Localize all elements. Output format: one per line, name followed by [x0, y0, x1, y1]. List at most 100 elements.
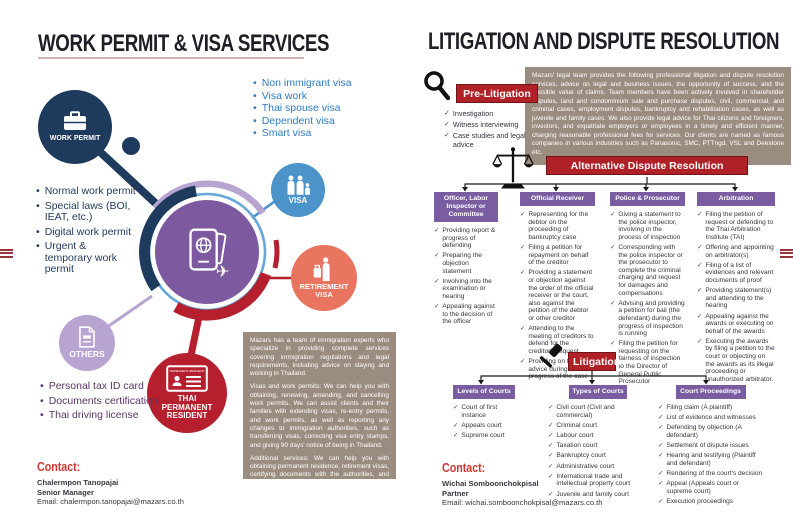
bullet-icon: • [253, 102, 257, 114]
check-icon: ✓ [658, 424, 664, 432]
check-icon: ✓ [444, 110, 450, 117]
list-item: •Thai spouse visa [253, 102, 341, 114]
list-item: ✓Investigation [444, 109, 494, 118]
bullet-icon: • [36, 240, 40, 252]
list-item: ✓Providing on the legal advice during th… [520, 358, 592, 381]
others-circle: OTHERS [59, 315, 115, 371]
check-icon: ✓ [434, 252, 440, 260]
column-list: ✓Filing the petition of request or defen… [697, 211, 775, 383]
magnifier-icon [424, 71, 451, 101]
check-icon: ✓ [434, 303, 440, 311]
litigation-intro-box: Mazars' legal team provides the followin… [525, 67, 791, 165]
list-item: •Non immigrant visa [253, 77, 352, 89]
list-item: ✓Labour court [548, 431, 594, 439]
check-icon: ✓ [697, 287, 703, 295]
check-icon: ✓ [697, 261, 703, 269]
check-icon: ✓ [434, 277, 440, 285]
list-item: ✓Filing claim (A plaintiff) [658, 404, 733, 411]
contact-name: Wichai Somboonchokpisal [442, 479, 539, 488]
list-item: ✓Bankruptcy court [548, 452, 606, 460]
check-icon: ✓ [548, 404, 554, 411]
list-item: ✓Administrative court [548, 462, 615, 470]
list-item: •Special laws (BOI, IEAT, etc.) [36, 199, 131, 223]
retirement-visa-label: RETIREMENT VISA [299, 281, 349, 299]
list-item: ✓Preparing the objection statement [434, 252, 482, 275]
check-icon: ✓ [697, 337, 703, 345]
list-item: ✓Execution proceedings [658, 498, 734, 506]
list-item: ✓Criminal court [548, 421, 598, 429]
check-icon: ✓ [658, 404, 664, 411]
column-header: Officer, Labor Inspector or Committee [434, 192, 498, 222]
list-item: ✓Taxation court [548, 442, 598, 450]
bullet-icon: • [253, 114, 257, 127]
contact-email: Email: wichai.somboonchokpisal@mazars.co… [442, 498, 603, 508]
scales-of-justice-icon [492, 147, 534, 189]
adr-heading: Alternative Dispute Resolution [546, 156, 748, 175]
bullet-icon: • [40, 380, 44, 392]
retirement-visa-circle: RETIREMENT VISA [291, 245, 357, 311]
visa-types-list: •Non immigrant visa•Visa work•Thai spous… [253, 77, 371, 141]
check-icon: ✓ [697, 243, 703, 251]
check-icon: ✓ [520, 269, 526, 277]
list-item: ✓Corresponding with the police inspector… [610, 243, 683, 297]
contact-email: Email: chalermpon.tanopajai@mazars.co.th [37, 497, 184, 507]
check-icon: ✓ [520, 358, 526, 366]
list-item: ✓Hearing and testifying (Plaintiff and d… [658, 452, 756, 467]
check-icon: ✓ [548, 442, 554, 450]
list-item: •Thai driving license [40, 409, 139, 421]
litigation-column-levels: Levels of Courts ✓Court of first instanc… [453, 385, 515, 442]
check-icon: ✓ [610, 243, 616, 251]
check-icon: ✓ [658, 470, 664, 478]
visa-circle: VISA [271, 163, 325, 217]
list-item: ✓Appeals court [453, 421, 502, 429]
list-item: ✓Providing a statement or objection agai… [520, 269, 594, 322]
bullet-icon: • [36, 185, 40, 197]
list-item: ✓Witness interviewing [444, 120, 519, 130]
column-list: ✓Filing claim (A plaintiff) ✓List of evid… [658, 404, 763, 506]
check-icon: ✓ [444, 132, 450, 140]
info-paragraph: Mazars has a team of immigration experts… [250, 337, 389, 378]
passport-icon: ✈ [189, 228, 230, 281]
column-list: ✓Providing report & progress of defendin… [434, 227, 498, 326]
check-icon: ✓ [520, 325, 526, 333]
list-item: ✓Supreme court [453, 431, 505, 439]
pre-litigation-list: ✓Investigation✓Witness interviewing✓Case… [444, 109, 538, 152]
list-item: ✓Giving a statement to the police inspec… [610, 211, 681, 241]
thai-permanent-resident-label: THAI PERMANENT RESIDENT [161, 393, 213, 421]
bullet-icon: • [40, 394, 44, 407]
contact-block-left: Contact: Chalermpon Tanopajai Senior Man… [37, 459, 184, 507]
bullet-icon: • [253, 89, 257, 102]
bullet-icon: • [253, 77, 257, 89]
visa-diagram-art [95, 147, 298, 361]
adr-tree-connector [462, 177, 738, 192]
list-item: ✓Juvenile and family court [548, 490, 629, 498]
plane-icon: ✈ [216, 263, 230, 281]
check-icon: ✓ [453, 421, 459, 429]
check-icon: ✓ [658, 452, 664, 460]
list-item: ✓Filing a petition for repayment on beha… [520, 243, 589, 267]
list-item: ✓Appealing against to the decision of th… [434, 303, 495, 326]
page-title-left: WORK PERMIT & VISA SERVICES [38, 30, 330, 57]
check-icon: ✓ [548, 472, 554, 480]
list-item: ✓Representing for the debtor on the proc… [520, 211, 589, 241]
list-item: •Digital work permit [36, 225, 132, 238]
id-card-caption: PERMANENT RESIDENT [170, 369, 205, 373]
adr-column-police-prosecutor: Police & Prosecutor ✓Giving a statement … [610, 192, 685, 388]
column-list: ✓Civil court (Civil and commercial)✓Crim… [548, 404, 648, 498]
list-item: ✓Providing statement(s) and attending to… [697, 287, 772, 310]
list-item: •Documents certification [40, 394, 158, 407]
bullet-icon: • [36, 199, 40, 212]
check-icon: ✓ [548, 421, 554, 429]
list-item: ✓Involving into the examination or heari… [434, 277, 492, 300]
list-item: ✓List of evidence and witnesses [658, 414, 756, 422]
list-item: •Personal tax ID card [40, 380, 144, 392]
column-header: Official Receiver [520, 192, 595, 206]
list-item: •Urgent & temporary work permit [36, 240, 118, 275]
contact-role: Senior Manager [37, 487, 94, 497]
info-paragraph: Visas and work permits: We can help you … [250, 383, 389, 449]
id-card-icon: PERMANENT RESIDENT [166, 364, 208, 392]
info-paragraph: Additional services: We can help you wit… [250, 454, 389, 487]
check-icon: ✓ [520, 243, 526, 251]
column-header: Police & Prosecutor [610, 192, 685, 206]
contact-heading: Contact: [442, 460, 486, 475]
